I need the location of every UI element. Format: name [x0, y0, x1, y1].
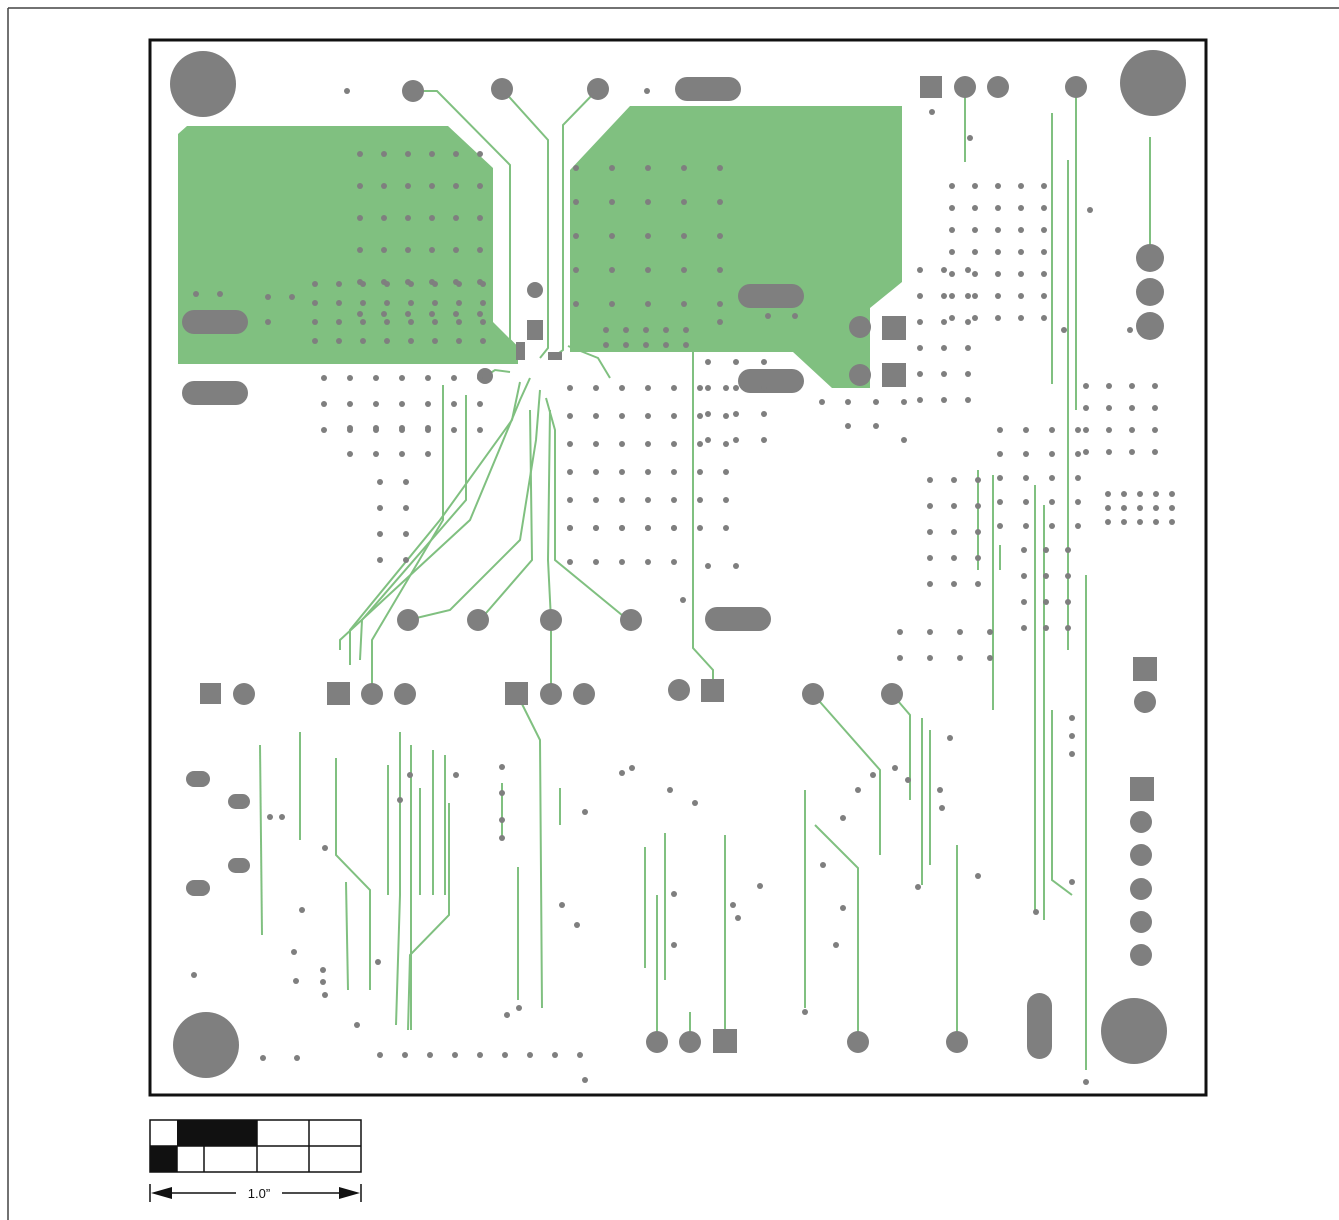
- round-pads: [233, 76, 1164, 1053]
- scale-arrow-right: [339, 1187, 360, 1199]
- ic-footprint: [516, 320, 562, 360]
- vias: [191, 88, 1175, 1085]
- scale-bar-label: 1.0”: [248, 1186, 270, 1201]
- mounting-holes: [170, 50, 1186, 1078]
- scale-bar-fill-upper: [177, 1120, 257, 1146]
- scale-bar: 1.0”: [149, 1119, 362, 1202]
- scale-arrow-left: [151, 1187, 172, 1199]
- copper-pour-right: [570, 106, 902, 388]
- board-outline: [148, 38, 1208, 1097]
- scale-bar-fill-lower: [150, 1146, 177, 1172]
- oval-pads: [182, 77, 1052, 1059]
- square-pads: [200, 76, 1157, 1053]
